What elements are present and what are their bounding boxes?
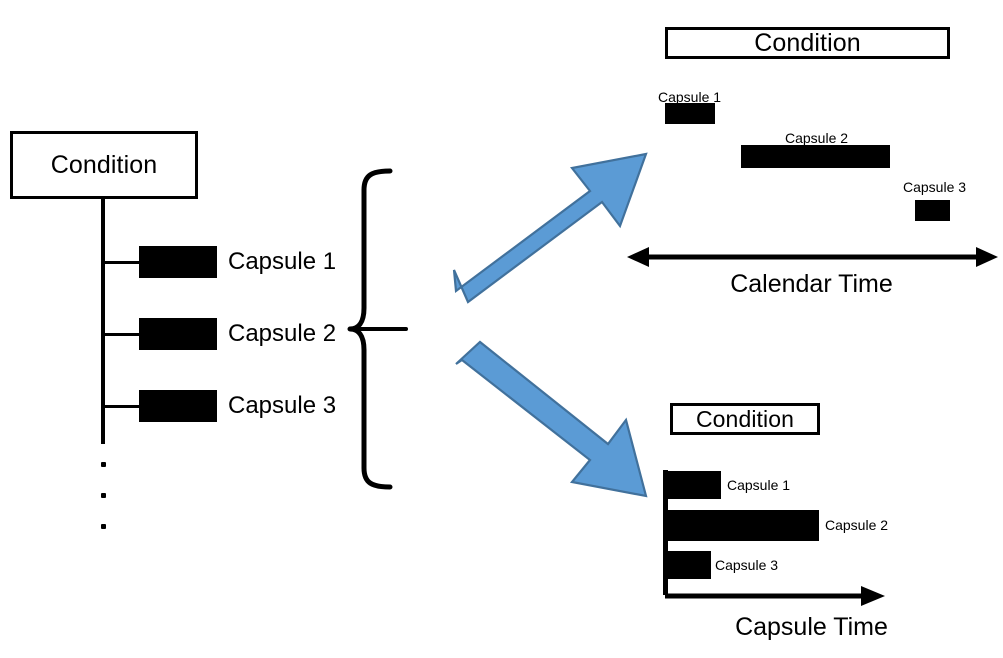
capsule-bar-2[interactable]: [663, 510, 819, 541]
calendar-time-panel: Condition Capsule 1 Capsule 2 Capsule 3 …: [620, 10, 1003, 310]
left-capsule-label-3: Capsule 3: [228, 392, 337, 419]
calendar-time-axis-icon: [627, 247, 998, 267]
left-capsule-bar-3[interactable]: [139, 390, 217, 422]
calendar-capsule-bar-2[interactable]: [741, 145, 890, 168]
calendar-capsule-bar-3[interactable]: [915, 200, 950, 221]
left-capsule-label-1: Capsule 1: [228, 248, 337, 275]
calendar-capsule-label-1: Capsule 1: [658, 89, 722, 105]
capsule-time-label-3: Capsule 3: [715, 557, 779, 573]
grouping-brace-icon: [347, 168, 408, 490]
capsule-condition-box[interactable]: Condition: [670, 403, 820, 435]
calendar-time-axis-title: Calendar Time: [730, 270, 893, 298]
capsule-bar-3[interactable]: [663, 551, 711, 579]
capsule-time-label-2: Capsule 2: [825, 517, 889, 533]
capsule-time-label-1: Capsule 1: [727, 477, 791, 493]
left-condition-label: Condition: [50, 150, 158, 179]
continuation-dot-3: [101, 524, 106, 529]
calendar-condition-box[interactable]: Condition: [665, 27, 950, 59]
branch-line-capsule-2: [101, 333, 141, 336]
calendar-capsule-label-3: Capsule 3: [903, 179, 967, 195]
continuation-dot-1: [101, 462, 106, 467]
arrow-to-capsule-time-icon: [455, 340, 648, 498]
calendar-condition-label: Condition: [754, 28, 861, 57]
center-connector-group: [340, 150, 648, 498]
capsule-condition-label: Condition: [695, 405, 795, 432]
capsule-time-axis-title: Capsule Time: [735, 613, 888, 641]
branch-line-capsule-3: [101, 405, 141, 408]
continuation-dot-2: [101, 493, 106, 498]
calendar-capsule-label-2: Capsule 2: [785, 130, 849, 146]
left-capsule-label-2: Capsule 2: [228, 320, 337, 347]
arrow-to-calendar-time-icon: [452, 152, 648, 304]
capsule-time-panel: Condition Capsule 1 Capsule 2 Capsule 3 …: [620, 390, 1003, 658]
hierarchy-trunk-line: [101, 199, 105, 444]
capsule-bar-1[interactable]: [663, 471, 721, 499]
left-capsule-bar-2[interactable]: [139, 318, 217, 350]
calendar-capsule-bar-1[interactable]: [665, 103, 715, 124]
left-capsule-bar-1[interactable]: [139, 246, 217, 278]
left-condition-box[interactable]: Condition: [10, 131, 198, 199]
left-condition-panel: Condition Capsule 1 Capsule 2 Capsule 3: [0, 0, 350, 658]
capsule-time-x-axis-icon: [665, 586, 885, 606]
branch-line-capsule-1: [101, 261, 141, 264]
